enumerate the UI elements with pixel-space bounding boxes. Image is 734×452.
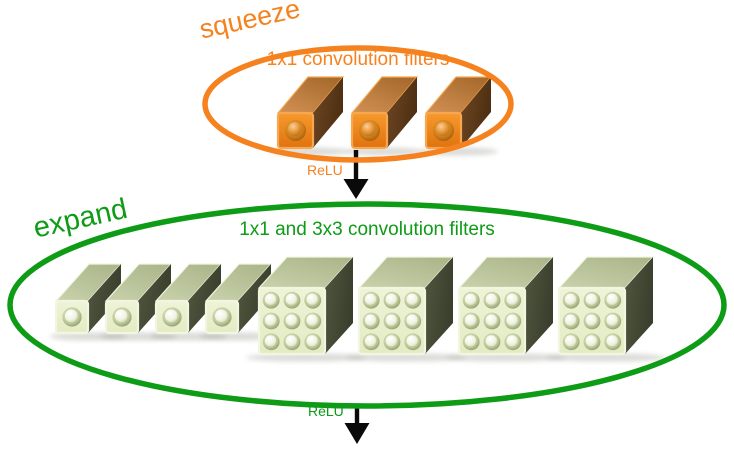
- expand-1x1-filter-box: [49, 263, 128, 341]
- box-side-face: [188, 264, 221, 333]
- squeeze-1x1-filter-box: [271, 76, 350, 156]
- expand-relu-arrow: [344, 404, 370, 444]
- expand-ellipse: [7, 201, 727, 409]
- filter-nub-dome: [485, 293, 497, 305]
- filter-nub-dome: [585, 314, 597, 326]
- filter-nub-dome: [464, 335, 477, 347]
- filter-nub-dome: [606, 293, 618, 305]
- box-side-face: [138, 264, 171, 333]
- box-shadow: [545, 353, 667, 362]
- filter-nub-dome: [385, 335, 397, 347]
- filter-nub-dome: [264, 335, 277, 347]
- expand-1x1-filter-box: [199, 263, 278, 341]
- filter-nub-dome: [506, 335, 518, 347]
- filter-nub-dome: [485, 335, 497, 347]
- filter-nub-dome: [114, 309, 128, 323]
- box-side-face: [238, 264, 271, 333]
- filter-nub-dome: [285, 335, 297, 347]
- expand-3x3-filter-box: [345, 256, 467, 362]
- filter-nub-dome: [585, 335, 597, 347]
- squeeze-relu-label: ReLU: [307, 162, 343, 178]
- filter-nub-dome: [606, 314, 618, 326]
- expand-3x3-filter-box: [545, 256, 667, 362]
- box-side-face: [325, 257, 353, 354]
- filter-nub-dome: [506, 293, 518, 305]
- filter-nub-dome: [564, 314, 577, 326]
- squeeze-1x1-filter-box: [345, 76, 424, 156]
- box-shadow: [445, 353, 567, 362]
- filter-nub-dome: [406, 293, 418, 305]
- expand-1x1-filter-box: [149, 263, 228, 341]
- box-shadow: [345, 147, 424, 156]
- filter-nub-dome: [585, 293, 597, 305]
- filter-nub-dome: [264, 293, 277, 305]
- box-side-face: [625, 257, 653, 354]
- box-side-face: [387, 77, 417, 148]
- filter-nub-dome: [285, 293, 297, 305]
- box-shadow: [345, 353, 467, 362]
- box-shadow: [245, 353, 367, 362]
- filter-nub-dome: [364, 335, 377, 347]
- filter-nub-dome: [464, 314, 477, 326]
- box-side-face: [461, 77, 491, 148]
- filter-nub-dome: [564, 335, 577, 347]
- filter-nub-dome: [287, 122, 302, 137]
- box-side-face: [88, 264, 121, 333]
- filter-nub-dome: [364, 293, 377, 305]
- filter-nub-dome: [285, 314, 297, 326]
- filter-nub-dome: [214, 309, 228, 323]
- filter-nub-dome: [406, 314, 418, 326]
- expand-caption: 1x1 and 3x3 convolution filters: [239, 219, 495, 240]
- box-side-face: [313, 77, 343, 148]
- filter-nub-dome: [306, 335, 318, 347]
- filter-nub-dome: [264, 314, 277, 326]
- filter-nub-dome: [64, 309, 78, 323]
- expand-relu-label: ReLU: [308, 403, 344, 419]
- filter-nub-dome: [364, 314, 377, 326]
- filter-nub-dome: [306, 314, 318, 326]
- filter-nub-dome: [506, 314, 518, 326]
- filter-nub-dome: [385, 293, 397, 305]
- filter-nub-dome: [464, 293, 477, 305]
- filter-nub-dome: [385, 314, 397, 326]
- filter-nub-dome: [564, 293, 577, 305]
- squeeze-caption: 1x1 convolution filters: [266, 49, 450, 70]
- squeeze-relu-arrow: [343, 150, 369, 199]
- expand-3x3-filter-box: [245, 256, 367, 362]
- box-side-face: [525, 257, 553, 354]
- box-side-face: [425, 257, 453, 354]
- filter-nub-dome: [485, 314, 497, 326]
- filter-nub-dome: [361, 122, 376, 137]
- squeeze-ellipse: [202, 45, 514, 163]
- filter-nub-dome: [406, 335, 418, 347]
- filter-nub-dome: [435, 122, 450, 137]
- filter-nub-dome: [306, 293, 318, 305]
- filter-nub-dome: [164, 309, 178, 323]
- expand-3x3-filter-box: [445, 256, 567, 362]
- filter-nub-dome: [606, 335, 618, 347]
